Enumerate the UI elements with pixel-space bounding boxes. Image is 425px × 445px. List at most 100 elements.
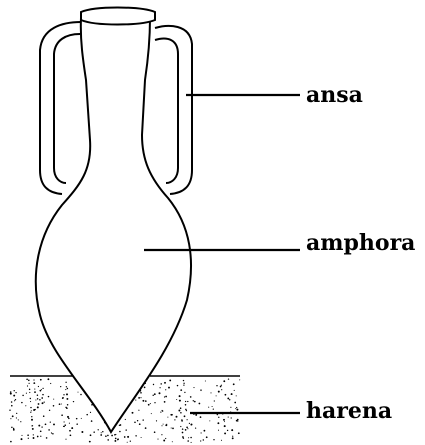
sand-dot — [236, 407, 237, 408]
sand-dot — [21, 435, 22, 436]
sand-dot — [148, 404, 150, 406]
sand-dot — [180, 426, 181, 427]
sand-dot — [156, 420, 157, 421]
sand-dot — [232, 437, 234, 439]
sand-dot — [213, 408, 214, 409]
sand-dot — [195, 414, 197, 416]
sand-dot — [37, 394, 38, 395]
sand-dot — [64, 421, 65, 422]
sand-dot — [140, 397, 141, 398]
amphora-rim — [81, 8, 155, 25]
sand-dot — [70, 434, 72, 436]
sand-dot — [11, 427, 12, 428]
sand-dot — [200, 440, 201, 441]
sand-dot — [32, 425, 33, 426]
sand-dot — [66, 407, 68, 409]
sand-dot — [139, 423, 141, 425]
sand-dot — [168, 387, 170, 389]
sand-dot — [193, 387, 194, 388]
sand-dot — [61, 414, 63, 416]
sand-dot — [165, 424, 167, 426]
sand-dot — [204, 430, 206, 432]
sand-dot — [30, 398, 31, 399]
sand-dot — [151, 413, 152, 414]
sand-dot — [195, 427, 196, 428]
sand-dot — [172, 441, 173, 442]
sand-dot — [208, 407, 209, 408]
sand-dot — [10, 391, 12, 393]
sand-dot — [50, 421, 51, 422]
sand-dot — [66, 386, 67, 387]
sand-dot — [127, 436, 129, 438]
sand-dot — [10, 418, 11, 419]
sand-dot — [119, 431, 121, 433]
sand-dot — [9, 409, 10, 410]
sand-dot — [41, 389, 42, 390]
sand-dot — [18, 419, 19, 420]
sand-dot — [159, 392, 161, 394]
sand-dot — [165, 438, 166, 439]
sand-dot — [35, 399, 36, 400]
sand-dot — [157, 439, 158, 440]
sand-dot — [42, 394, 44, 396]
sand-dot — [187, 419, 188, 420]
sand-dot — [185, 401, 186, 402]
sand-dot — [28, 380, 30, 382]
sand-dot — [238, 432, 240, 434]
sand-dot — [161, 434, 162, 435]
sand-dot — [209, 420, 210, 421]
sand-dot — [190, 437, 192, 439]
sand-dot — [48, 429, 50, 431]
sand-dot — [30, 407, 31, 408]
sand-dot — [10, 393, 12, 395]
sand-dot — [65, 389, 66, 390]
sand-dot — [114, 440, 116, 442]
sand-dot — [236, 420, 238, 422]
sand-dot — [182, 428, 184, 430]
amphora-body — [36, 18, 191, 432]
sand-dot — [187, 401, 188, 402]
sand-dot — [171, 427, 172, 428]
sand-dot — [142, 419, 143, 420]
sand-dot — [132, 412, 134, 414]
sand-dot — [16, 413, 17, 414]
sand-dot — [145, 400, 147, 402]
sand-dot — [11, 405, 13, 407]
sand-dot — [164, 382, 166, 384]
sand-dot — [65, 439, 66, 440]
sand-dot — [214, 400, 215, 401]
sand-dot — [190, 396, 192, 398]
sand-dot — [124, 436, 126, 438]
sand-dot — [27, 385, 28, 386]
sand-dot — [203, 439, 204, 440]
sand-dot — [32, 428, 34, 430]
sand-dot — [52, 433, 54, 435]
sand-dot — [200, 390, 201, 391]
sand-dot — [229, 399, 230, 400]
sand-dot — [43, 415, 45, 417]
sand-dot — [230, 407, 231, 408]
sand-dot — [50, 383, 51, 384]
sand-dot — [11, 401, 13, 403]
sand-dot — [47, 378, 49, 380]
sand-dot — [179, 400, 181, 402]
sand-dot — [170, 414, 172, 416]
sand-dot — [224, 421, 225, 422]
sand-dot — [225, 394, 227, 396]
sand-dot — [210, 392, 211, 393]
sand-dot — [105, 435, 107, 437]
sand-dot — [115, 434, 116, 435]
sand-dot — [25, 405, 26, 406]
sand-dot — [218, 430, 219, 431]
sand-dot — [34, 389, 35, 390]
sand-dot — [206, 436, 208, 438]
sand-dot — [26, 379, 28, 381]
sand-dot — [30, 412, 31, 413]
sand-dot — [187, 428, 188, 429]
sand-dot — [59, 403, 61, 405]
sand-dot — [107, 439, 109, 441]
sand-dot — [37, 406, 39, 408]
sand-dot — [141, 437, 142, 438]
sand-dot — [26, 393, 27, 394]
sand-dot — [66, 393, 68, 395]
